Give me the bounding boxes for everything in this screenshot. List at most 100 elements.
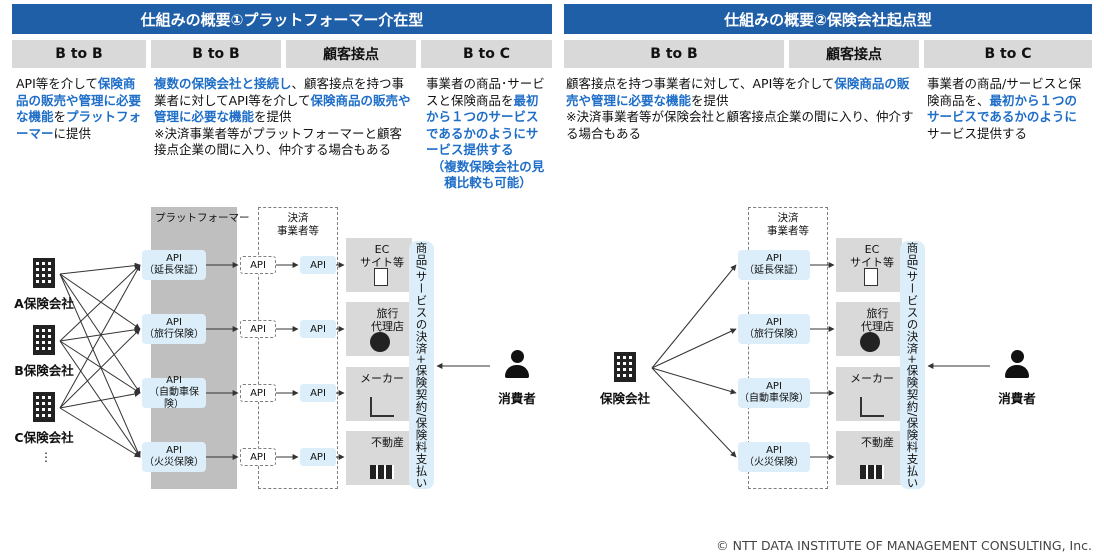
window (42, 414, 45, 417)
window (42, 396, 45, 399)
api-name: API (166, 445, 182, 456)
arrow-line (651, 367, 737, 395)
desc-segment: 保険商品の販売や管理に必要な機能 (566, 76, 910, 108)
desc-segment: を提供 (254, 109, 292, 124)
left-api-dashed: API (240, 448, 276, 466)
api-sub: （延長保証） (744, 265, 804, 276)
right-title: 仕組みの概要②保険会社起点型 (724, 10, 932, 29)
building-icon (374, 268, 388, 286)
left-desc-1: API等を介して保険商品の販売や管理に必要な機能をプラットフォーマーに提供 (16, 76, 144, 142)
right-header-2: 顧客接点 (789, 40, 919, 68)
window (36, 408, 39, 411)
api-sub: （旅行保険） (144, 329, 204, 340)
left-api-box: API（火災保険） (142, 442, 206, 472)
window (48, 274, 51, 277)
window (629, 368, 632, 371)
arrow-line (59, 407, 141, 458)
window (42, 341, 45, 344)
left-insurer-label: B保険会社 (14, 363, 74, 378)
left-api-plain: API (300, 384, 336, 402)
left-title: 仕組みの概要①プラットフォーマー介在型 (140, 10, 424, 29)
right-api-box: API（火災保険） (738, 442, 810, 472)
left-api-plain: API (300, 448, 336, 466)
window (36, 262, 39, 265)
api-name: API (166, 317, 182, 328)
api-sub: （火災保険） (744, 457, 804, 468)
api-name: API (766, 253, 782, 264)
window (36, 414, 39, 417)
arrow-line (59, 326, 141, 342)
left-payment-box (258, 207, 338, 489)
desc-segment: 保険商品の販売や管理に必要な機能 (154, 92, 411, 125)
window (36, 280, 39, 283)
left-api-box: API（旅行保険） (142, 314, 206, 344)
window (629, 374, 632, 377)
left-vertical-bar: 商品/サービスの決済+保険契約/保険料支払い (409, 241, 434, 489)
right-api-box: API（自動車保険） (738, 378, 810, 408)
factory-icon (370, 397, 394, 417)
desc-segment: 、顧客接点を持つ事業者に対してAPI等を介して (154, 76, 405, 108)
desc-segment: 最初から１つのサービスであるかのようにサービス提供する (426, 92, 539, 158)
right-vertical-bar: 商品/サービスの決済+保険契約/保険料支払い (900, 241, 925, 489)
platformer-label: プラットフォーマー (155, 212, 250, 224)
left-api-dashed: API (240, 384, 276, 402)
desc-segment: 事業者の商品･サービスと保険商品を (426, 76, 545, 108)
copyright: © NTT DATA INSTITUTE OF MANAGEMENT CONSU… (716, 538, 1092, 553)
business-label: 旅行 代理店 (861, 307, 894, 333)
left-api-plain: API (300, 320, 336, 338)
arrow-line (59, 273, 141, 330)
right-consumer-label: 消費者 (998, 391, 1036, 406)
window (623, 362, 626, 365)
window (48, 341, 51, 344)
desc-segment: 顧客接点を持つ事業者に対して、API等を介して (566, 76, 835, 91)
desc-segment: プラットフォーマー (16, 109, 142, 141)
arrow-line (59, 264, 141, 342)
business-label: 不動産 (371, 436, 404, 449)
window (48, 268, 51, 271)
window (48, 335, 51, 338)
right-business-box: EC サイト等 (836, 238, 902, 292)
arrow-line (651, 264, 737, 369)
arrow-line (59, 273, 141, 394)
window (617, 356, 620, 359)
business-label: 旅行 代理店 (371, 307, 404, 333)
api-name: API (166, 375, 182, 386)
desc-segment: API等を介して (16, 76, 98, 91)
left-consumer-label: 消費者 (498, 391, 536, 406)
right-desc-1: 顧客接点を持つ事業者に対して、API等を介して保険商品の販売や管理に必要な機能を… (566, 76, 916, 142)
window (36, 402, 39, 405)
window (48, 402, 51, 405)
business-label: 不動産 (861, 436, 894, 449)
window (48, 408, 51, 411)
globe-icon (370, 332, 390, 352)
left-payment-label: 決済 事業者等 (277, 212, 319, 237)
left-header-1: B to B (12, 40, 146, 68)
left-api-dashed: API (240, 256, 276, 274)
window (42, 408, 45, 411)
window (48, 329, 51, 332)
window (48, 262, 51, 265)
right-title-bar: 仕組みの概要②保険会社起点型 (564, 4, 1092, 34)
houses-icon (860, 465, 884, 479)
window (617, 362, 620, 365)
arrow-line (59, 340, 141, 394)
left-business-box: メーカー (346, 367, 412, 421)
left-api-box: API（自動車保険） (142, 375, 206, 410)
ellipsis: ⋮ (40, 450, 52, 464)
window (48, 347, 51, 350)
right-header-3: B to C (924, 40, 1092, 68)
window (48, 280, 51, 283)
desc-segment: 保険商品の販売や管理に必要な機能 (16, 76, 142, 124)
left-api-dashed: API (240, 320, 276, 338)
window (36, 396, 39, 399)
factory-icon (860, 397, 884, 417)
window (42, 347, 45, 350)
left-desc-2-note: ※決済事業者等がプラットフォーマーと顧客接点企業の間に入り、仲介する場合もある (154, 125, 402, 158)
business-label: EC サイト等 (850, 243, 894, 269)
right-vertical-text: 商品/サービスの決済+保険契約/保険料支払い (905, 241, 920, 489)
right-api-box: API（旅行保険） (738, 314, 810, 344)
right-business-box: メーカー (836, 367, 902, 421)
window (42, 262, 45, 265)
arrow-line (59, 273, 141, 458)
